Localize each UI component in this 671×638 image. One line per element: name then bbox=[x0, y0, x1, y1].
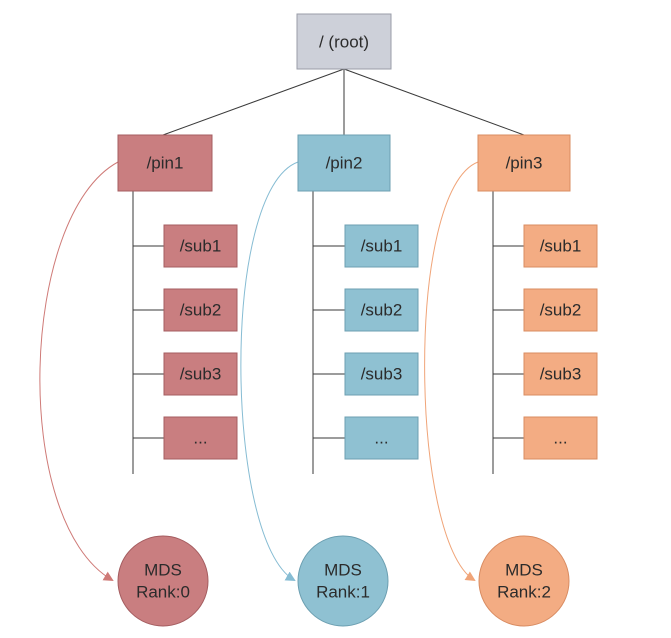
pin3-sub1-label: /sub1 bbox=[540, 237, 582, 256]
pin2-node-box bbox=[297, 134, 391, 192]
pin1-sub3-label: /sub3 bbox=[180, 365, 222, 384]
mds-rank1-line1: MDS bbox=[324, 561, 362, 580]
pin1-sub1-box bbox=[163, 224, 238, 268]
pin1-node-box bbox=[117, 134, 213, 192]
pin2-sub3-box bbox=[344, 352, 419, 396]
mds-rank0-node bbox=[117, 535, 209, 627]
root-to-pin3-connector bbox=[343, 68, 525, 136]
root-node-label: / (root) bbox=[319, 33, 369, 52]
pin3-mds-mapping-arrow bbox=[424, 161, 479, 582]
mds-rank0-line2: Rank:0 bbox=[136, 583, 190, 602]
mds-rank1-node bbox=[297, 535, 389, 627]
pin2-sub1-box bbox=[344, 224, 419, 268]
mds-rank2-line2: Rank:2 bbox=[497, 583, 551, 602]
pin1-sub2-box bbox=[163, 288, 238, 332]
pin1-sub3-box bbox=[163, 352, 238, 396]
pin1-ellipsis-label: ... bbox=[193, 429, 207, 448]
branch-pin3: /pin3 /sub1 /sub2 /sub3 ... MDS Rank:2 bbox=[424, 134, 598, 627]
pin3-node-label: /pin3 bbox=[506, 154, 543, 173]
pin3-sub2-label: /sub2 bbox=[540, 301, 582, 320]
pin3-ellipsis-box bbox=[523, 416, 598, 460]
pin2-ellipsis-label: ... bbox=[374, 429, 388, 448]
mds-rank2-node bbox=[478, 535, 570, 627]
pin1-sub1-label: /sub1 bbox=[180, 237, 222, 256]
pin1-sub2-label: /sub2 bbox=[180, 301, 222, 320]
branch-pin2: /pin2 /sub1 /sub2 /sub3 ... MDS Rank:1 bbox=[240, 134, 419, 627]
pin2-mds-mapping-arrow bbox=[240, 161, 299, 582]
root-node: / (root) bbox=[296, 13, 392, 70]
pin2-sub2-label: /sub2 bbox=[361, 301, 403, 320]
pin2-sub3-label: /sub3 bbox=[361, 365, 403, 384]
pin1-mds-mapping-arrow bbox=[39, 161, 119, 582]
pin3-ellipsis-label: ... bbox=[553, 429, 567, 448]
root-to-pin1-connector bbox=[162, 68, 345, 136]
branch-pin1: /pin1 /sub1 /sub2 /sub3 ... MDS Rank:0 bbox=[39, 134, 238, 627]
root-node-box bbox=[296, 13, 392, 70]
pin2-node-label: /pin2 bbox=[326, 154, 363, 173]
pin2-sub2-box bbox=[344, 288, 419, 332]
pin3-sub3-label: /sub3 bbox=[540, 365, 582, 384]
pin1-ellipsis-box bbox=[163, 416, 238, 460]
mds-rank1-line2: Rank:1 bbox=[316, 583, 370, 602]
pin2-ellipsis-box bbox=[344, 416, 419, 460]
mds-rank2-line1: MDS bbox=[505, 561, 543, 580]
pin2-sub1-label: /sub1 bbox=[361, 237, 403, 256]
pin1-node-label: /pin1 bbox=[147, 154, 184, 173]
mds-rank0-line1: MDS bbox=[144, 561, 182, 580]
pin3-sub2-box bbox=[523, 288, 598, 332]
pin3-node-box bbox=[477, 134, 571, 192]
pin3-sub3-box bbox=[523, 352, 598, 396]
pin3-sub1-box bbox=[523, 224, 598, 268]
